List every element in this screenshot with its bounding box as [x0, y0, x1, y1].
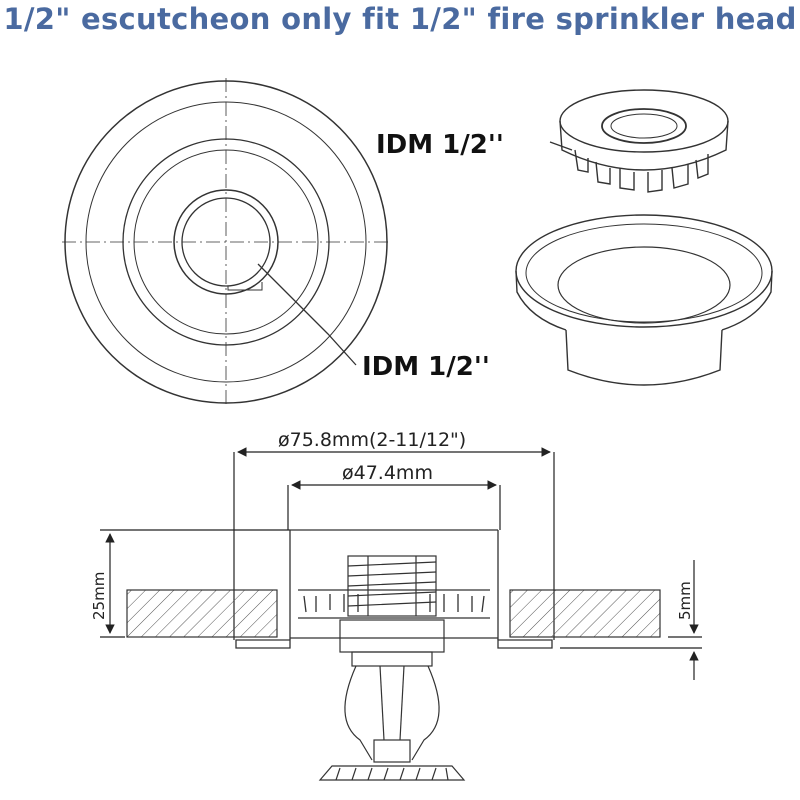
dimension-height: [100, 529, 290, 638]
height-total-label: 25mm: [90, 572, 108, 620]
escutcheon-top-view: [62, 78, 392, 405]
idm-top-leader: [549, 141, 573, 151]
recess-label: 5mm: [676, 581, 694, 620]
escutcheon-cup-3d-view: [515, 214, 773, 386]
dimension-recess: [560, 560, 702, 680]
escutcheon-section: [235, 529, 553, 649]
idm-label-top: IDM 1/2'': [376, 130, 504, 160]
inner-ring-3d-view: [559, 89, 729, 193]
outer-diameter-label: ø75.8mm(2-11/12"): [278, 429, 466, 451]
page-title: 1/2" escutcheon only fit 1/2" fire sprin…: [3, 2, 797, 36]
ceiling-section: [126, 589, 661, 638]
inner-diameter-label: ø47.4mm: [342, 462, 433, 484]
idm-label-bottom: IDM 1/2'': [362, 352, 490, 382]
dimension-inner: [287, 480, 501, 530]
sprinkler-head: [318, 555, 466, 781]
